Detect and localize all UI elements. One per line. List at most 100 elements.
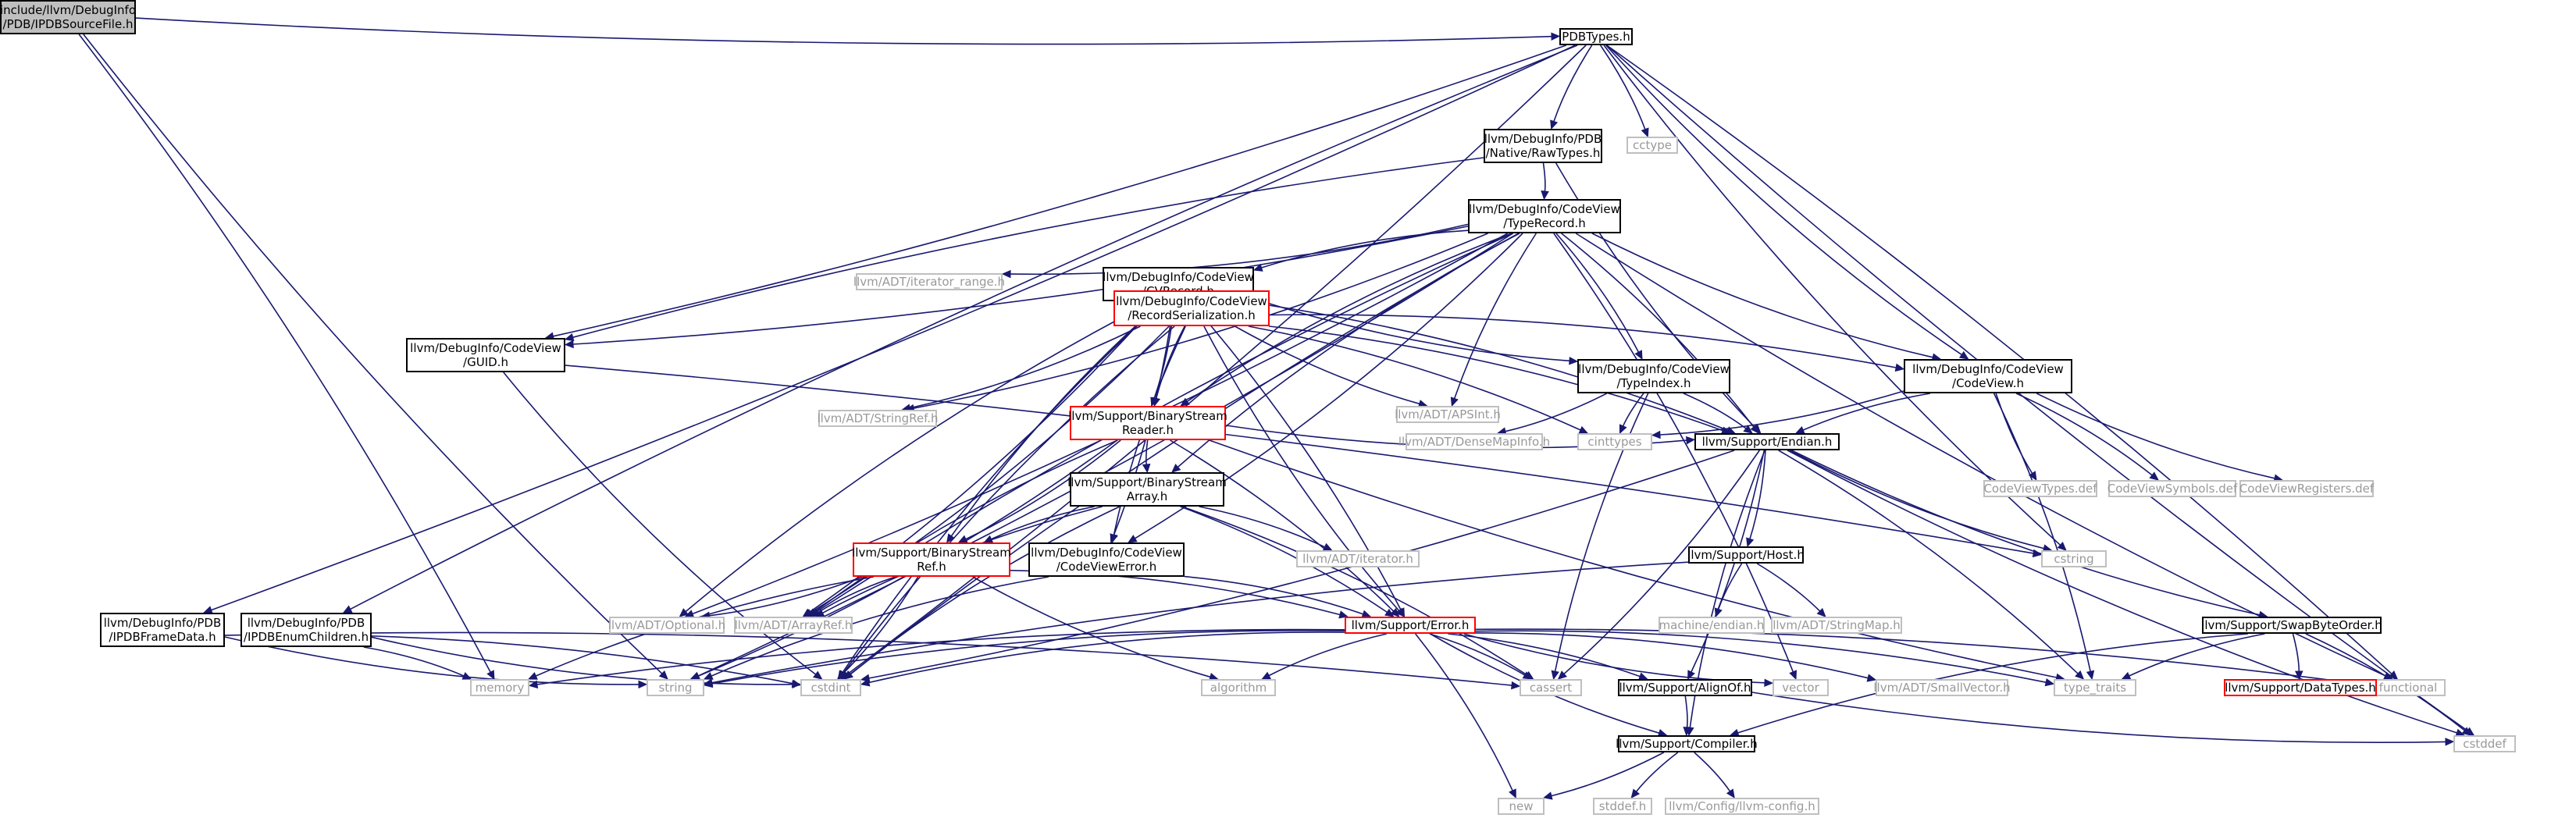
node-new: new — [1498, 798, 1545, 815]
node-compiler[interactable]: llvm/Support/Compiler.h — [1616, 735, 1758, 752]
edge-bsarray-to-bsref — [991, 506, 1095, 540]
arrowhead-bsref-to-memory — [527, 671, 538, 680]
edge-endian-to-swapbyteorder — [1791, 450, 2260, 616]
arrowhead-swapbyteorder-to-compiler — [1729, 728, 1740, 737]
node-box-cvtypesdef — [1983, 480, 2097, 497]
edge-cvrecord-to-endian — [1242, 301, 1728, 432]
node-label-bsarray-line-1: Array.h — [1127, 489, 1168, 503]
arrowhead-error-to-cassert — [1522, 671, 1533, 680]
edge-guid-to-cstring — [565, 365, 2034, 554]
edge-pdbtypes-to-cctype — [1600, 44, 1646, 130]
edge-ipdbenumchildren-to-cstdint — [371, 636, 793, 685]
arrowhead-swapbyteorder-to-datatypes — [2295, 670, 2303, 681]
node-pdbtypes[interactable]: PDBTypes.h — [1559, 28, 1633, 45]
node-datatypes[interactable]: llvm/Support/DataTypes.h — [2224, 679, 2377, 696]
arrowhead-bsarray-to-adtiterator — [1322, 542, 1333, 551]
node-error[interactable]: llvm/Support/Error.h — [1345, 617, 1476, 634]
edge-bsreader-to-bsarray — [1145, 439, 1149, 465]
node-label-recordserialization-line-1: /RecordSerialization.h — [1128, 308, 1256, 322]
edge-pdbtypes-to-cstring — [1603, 44, 2061, 546]
arrowhead-typeindex-to-endian — [1743, 425, 1753, 434]
node-swapbyteorder[interactable]: llvm/Support/SwapByteOrder.h — [2201, 617, 2382, 634]
node-llvmconfig: llvm/Config/llvm-config.h — [1665, 798, 1819, 815]
node-label-llvmconfig-line-0: llvm/Config/llvm-config.h — [1669, 799, 1815, 813]
edge-bsref-to-algorithm — [972, 576, 1211, 678]
edge-endian-to-cstdint — [868, 450, 1735, 679]
arrowhead-ipdbenumchildren-to-cstdint — [792, 680, 802, 689]
node-label-typerecord-line-0: llvm/DebugInfo/CodeView — [1469, 202, 1620, 216]
arrowhead-pdbtypes-to-cstring — [2057, 541, 2067, 551]
node-guid[interactable]: llvm/DebugInfo/CodeView/GUID.h — [406, 338, 565, 372]
node-label-cvsymbolsdef-line-0: CodeViewSymbols.def — [2107, 482, 2238, 496]
arrowhead-error-to-vector — [1764, 678, 1774, 688]
arrowhead-typerecord-to-cverror — [1127, 535, 1138, 543]
arrowhead-typerecord-to-vector — [1789, 670, 1797, 681]
node-apsint: llvm/ADT/APSInt.h — [1395, 406, 1501, 423]
node-ipdbenumchildren[interactable]: llvm/DebugInfo/PDB/IPDBEnumChildren.h — [240, 613, 372, 647]
arrowhead-endian-to-cassert — [1557, 670, 1567, 680]
node-rawtypes[interactable]: llvm/DebugInfo/PDB/Native/RawTypes.h — [1484, 129, 1602, 163]
node-box-recordserialization — [1113, 290, 1270, 326]
edge-cvrecord-to-optional — [685, 301, 1153, 613]
arrowhead-root-to-memory — [486, 670, 495, 681]
edge-rawtypes-to-typerecord — [1542, 162, 1546, 192]
edge-pdbtypes-to-ipdbframedata — [211, 44, 1576, 611]
edge-error-to-memory — [536, 628, 1345, 685]
node-box-rawtypes — [1484, 129, 1602, 163]
edge-swapbyteorder-to-datatypes — [2292, 633, 2300, 672]
edge-bsref-to-cstdint — [843, 576, 919, 674]
node-label-memory-line-0: memory — [476, 681, 525, 695]
edge-endian-to-cstring — [1789, 450, 2044, 549]
node-recordserialization[interactable]: llvm/DebugInfo/CodeView/RecordSerializat… — [1113, 290, 1270, 326]
node-host[interactable]: llvm/Support/Host.h — [1687, 546, 1805, 564]
node-box-cstddef — [2453, 735, 2516, 752]
edge-recordserialization-to-endian — [1269, 325, 1723, 432]
node-iterator_range: llvm/ADT/iterator_range.h — [853, 273, 1005, 290]
node-label-compiler-line-0: llvm/Support/Compiler.h — [1616, 737, 1758, 751]
node-root[interactable]: include/llvm/DebugInfo/PDB/IPDBSourceFil… — [0, 0, 136, 34]
node-box-bsarray — [1070, 472, 1224, 507]
arrowhead-pdbtypes-to-ipdbenumchildren — [342, 605, 353, 614]
node-label-cinttypes-line-0: cinttypes — [1587, 435, 1641, 449]
arrowhead-typerecord-to-iterator_range — [1001, 269, 1011, 279]
arrowhead-typerecord-to-bsreader — [1180, 397, 1190, 407]
node-endian[interactable]: llvm/Support/Endian.h — [1694, 433, 1840, 450]
node-box-optional — [609, 617, 725, 634]
node-codeview[interactable]: llvm/DebugInfo/CodeView/CodeView.h — [1904, 359, 2072, 393]
node-box-llvmconfig — [1665, 798, 1819, 815]
node-label-cstdint-line-0: cstdint — [811, 681, 850, 695]
arrowhead-bsreader-to-error — [1390, 607, 1400, 617]
node-box-adtiterator — [1296, 550, 1420, 567]
node-typerecord[interactable]: llvm/DebugInfo/CodeView/TypeRecord.h — [1468, 199, 1621, 233]
node-box-type_traits — [2054, 679, 2136, 696]
node-box-cverror — [1028, 542, 1185, 577]
node-label-ipdbframedata-line-0: llvm/DebugInfo/PDB — [104, 616, 222, 630]
node-string: string — [647, 679, 704, 696]
arrowhead-cverror-to-error — [1361, 610, 1372, 618]
edge-error-to-algorithm — [1268, 633, 1387, 677]
arrowhead-typeindex-to-cinttypes — [1619, 424, 1627, 435]
node-box-bsreader — [1070, 406, 1226, 440]
edge-swapbyteorder-to-compiler — [1737, 633, 2248, 734]
node-label-ipdbframedata-line-1: /IPDBFrameData.h — [109, 630, 216, 644]
node-type_traits: type_traits — [2054, 679, 2136, 696]
edge-codeview-to-cinttypes — [1659, 390, 1904, 436]
arrowhead-codeview-to-type_traits — [2086, 670, 2095, 681]
node-box-compiler — [1618, 735, 1755, 752]
node-label-functional-line-0: functional — [2379, 681, 2438, 695]
node-label-iterator_range-line-0: llvm/ADT/iterator_range.h — [853, 275, 1005, 290]
edge-error-to-functional — [1475, 628, 2364, 685]
node-typeindex[interactable]: llvm/DebugInfo/CodeView/TypeIndex.h — [1577, 359, 1730, 393]
edge-endian-to-cassert — [1563, 450, 1760, 674]
node-ipdbframedata[interactable]: llvm/DebugInfo/PDB/IPDBFrameData.h — [100, 613, 225, 647]
node-cstring: cstring — [2041, 550, 2107, 567]
arrowhead-ipdbframedata-to-string — [638, 680, 648, 689]
node-label-smallvector-line-0: llvm/ADT/SmallVector.h — [1873, 681, 2010, 695]
node-alignof[interactable]: llvm/Support/AlignOf.h — [1618, 679, 1752, 696]
node-box-root — [0, 0, 136, 34]
node-cverror[interactable]: llvm/DebugInfo/CodeView/CodeViewError.h — [1028, 542, 1185, 577]
arrowhead-recordserialization-to-cinttypes — [1578, 425, 1589, 434]
